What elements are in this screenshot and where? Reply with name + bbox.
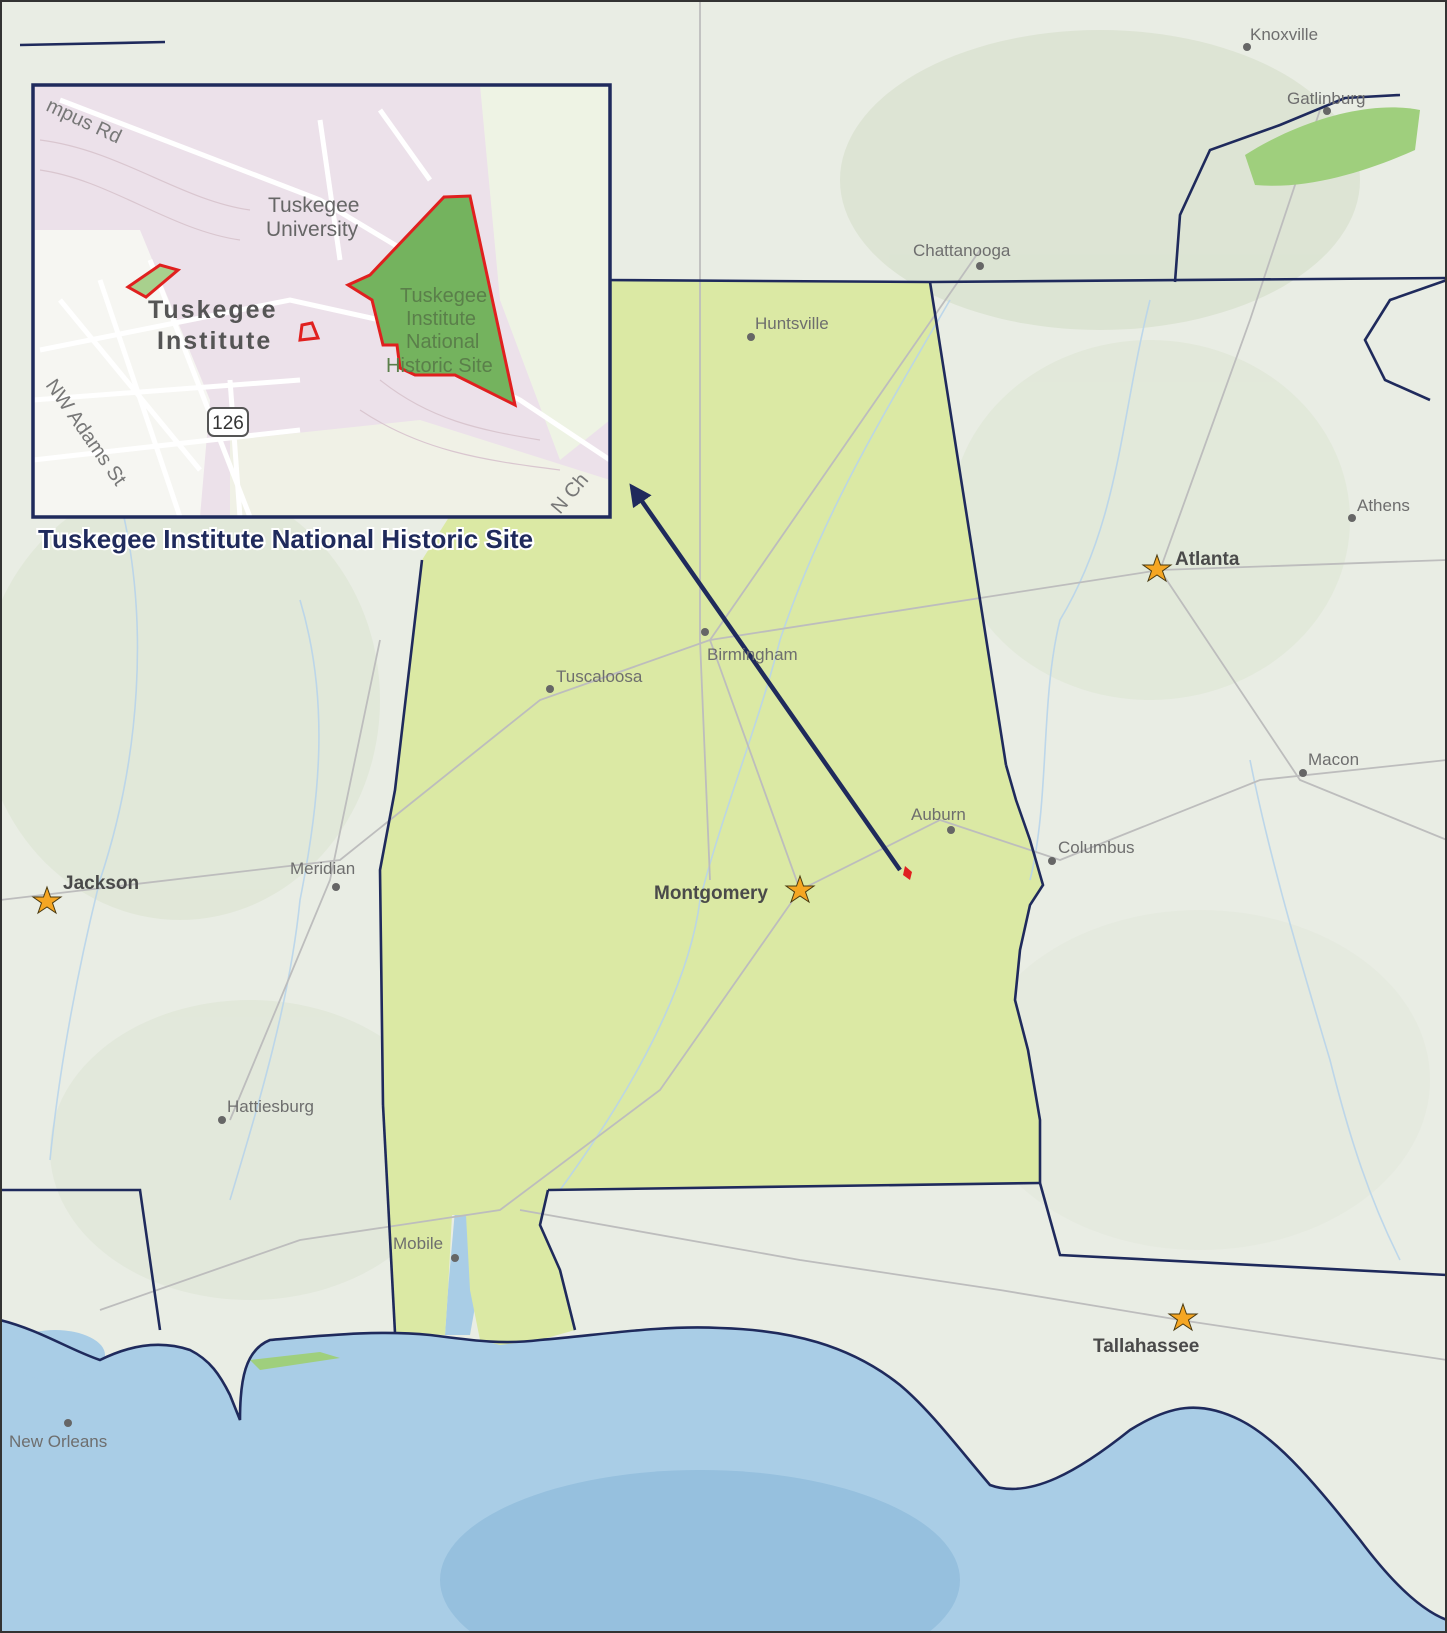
city-label-mobile: Mobile (393, 1234, 443, 1253)
inset-label-town-1: Tuskegee (148, 296, 277, 324)
inset-pointer-arrow (629, 483, 902, 872)
capital-star-icon (1167, 1302, 1199, 1332)
inset-label-university-2: University (266, 218, 359, 241)
city-label-columbus: Columbus (1058, 838, 1135, 857)
inset-map: mpus Rd Tuskegee University Tuskegee Ins… (31, 83, 612, 519)
deep-water (440, 1470, 960, 1633)
capital-stars (31, 553, 1199, 1332)
capital-label-tallahassee: Tallahassee (1093, 1336, 1199, 1357)
gulf-islands-seashore (250, 1352, 340, 1370)
city-label-tuscaloosa: Tuscaloosa (556, 667, 643, 686)
city-dots (64, 43, 1356, 1427)
inset-site-east-unit (344, 194, 518, 408)
inset-label-site-1: Tuskegee (400, 285, 487, 307)
alabama-state (380, 280, 1043, 1345)
inset-label-site-4: Historic Site (386, 355, 493, 377)
rivers (49, 299, 1401, 1261)
capital-star-icon (1141, 553, 1173, 583)
inset-contours (39, 139, 561, 471)
capital-label-atlanta: Atlanta (1175, 549, 1240, 570)
city-label-meridian: Meridian (290, 859, 355, 878)
route-shield-icon: 126 (207, 407, 249, 437)
city-label-knoxville: Knoxville (1250, 25, 1318, 44)
lake-pontchartrain (5, 1330, 105, 1380)
capital-labels: Atlanta Jackson Montgomery Tallahassee (63, 549, 1240, 1357)
inset-streets (33, 97, 610, 517)
city-label-gatlinburg: Gatlinburg (1287, 89, 1365, 108)
city-label-huntsville: Huntsville (755, 314, 829, 333)
inset-label-site-3: National (406, 331, 479, 353)
city-label-macon: Macon (1308, 750, 1359, 769)
capital-label-jackson: Jackson (63, 873, 139, 894)
inset-site-small-unit (298, 321, 321, 342)
inset-east-land (480, 85, 610, 460)
inset-label-university-1: Tuskegee (268, 194, 359, 217)
great-smoky-mountains-park (1245, 107, 1420, 186)
route-shield-label: 126 (212, 413, 244, 434)
city-label-auburn: Auburn (911, 805, 966, 824)
inset-label-site-2: Institute (406, 308, 476, 330)
city-label-new-orleans: New Orleans (9, 1432, 107, 1451)
city-labels: Knoxville Gatlinburg Chattanooga Huntsvi… (9, 25, 1410, 1451)
city-label-athens: Athens (1357, 496, 1410, 515)
inset-site-west-unit (125, 263, 182, 299)
inset-label-town-2: Institute (157, 327, 272, 355)
state-borders (0, 40, 1447, 1334)
city-label-chattanooga: Chattanooga (913, 241, 1011, 260)
inset-title: Tuskegee Institute National Historic Sit… (38, 524, 533, 554)
city-label-birmingham: Birmingham (707, 645, 798, 664)
capital-star-icon (784, 874, 816, 904)
coastline (0, 1318, 1447, 1622)
capital-label-montgomery: Montgomery (654, 883, 768, 904)
capital-star-icon (31, 885, 63, 915)
tuskegee-site-marker (903, 866, 912, 880)
terrain-shading (0, 30, 1430, 1300)
inset-south-land (230, 420, 610, 517)
highways (0, 0, 1447, 1361)
city-label-hattiesburg: Hattiesburg (227, 1097, 314, 1116)
